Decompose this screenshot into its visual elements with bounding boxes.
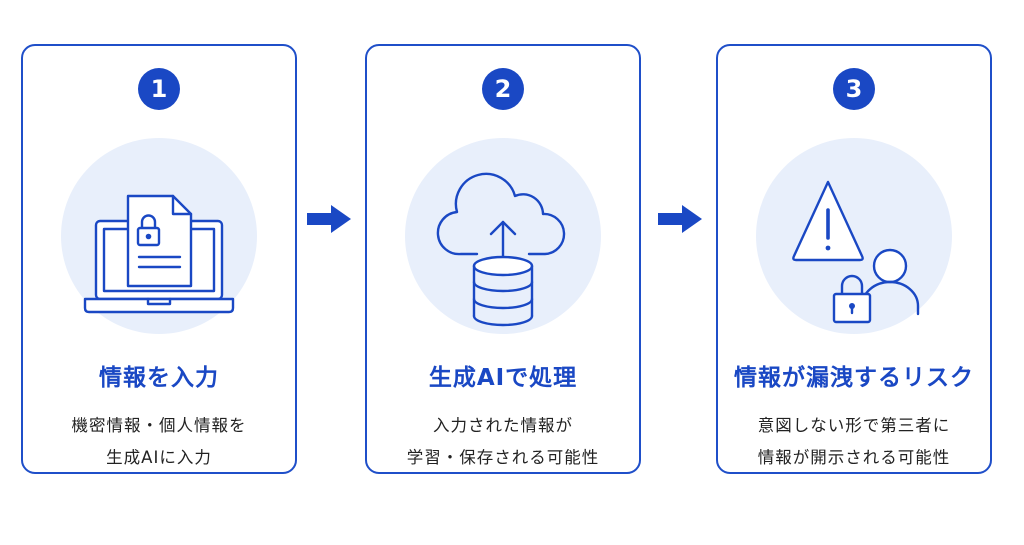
- step-description-line: 入力された情報が: [433, 416, 573, 435]
- step-description: 機密情報・個人情報を 生成AIに入力: [23, 410, 295, 474]
- illustration-circle: [61, 138, 257, 334]
- cloud-upload-database-icon: [436, 172, 566, 327]
- step-description: 意図しない形で第三者に 情報が開示される可能性: [718, 410, 990, 474]
- step-number-badge: 2: [482, 68, 524, 110]
- step-description-line: 生成AIに入力: [106, 448, 212, 467]
- arrow-right-icon: [307, 205, 351, 233]
- illustration-circle: [756, 138, 952, 334]
- illustration-circle: [405, 138, 601, 334]
- step-description-line: 情報が開示される可能性: [757, 448, 951, 467]
- warning-lock-person-icon: [792, 180, 920, 324]
- step-card-3: 3 情報が漏洩するリスク 意図しない形で第三者に 情報が開示される可能性: [716, 44, 992, 474]
- step-description-line: 機密情報・個人情報を: [71, 416, 247, 435]
- step-card-2: 2 生成AIで処理 入力された情報が 学習・保存される可能性: [365, 44, 641, 474]
- step-description-line: 学習・保存される可能性: [406, 448, 600, 467]
- step-card-1: 1 情報を入力 機密情報・個人情報を 生成AIに入力: [21, 44, 297, 474]
- step-number-badge: 3: [833, 68, 875, 110]
- step-description: 入力された情報が 学習・保存される可能性: [367, 410, 639, 474]
- arrow-right-icon: [658, 205, 702, 233]
- laptop-locked-document-icon: [83, 194, 235, 314]
- step-title: 情報が漏洩するリスク: [734, 365, 974, 391]
- step-title: 生成AIで処理: [428, 365, 578, 391]
- step-title: 情報を入力: [99, 365, 219, 391]
- step-number-badge: 1: [138, 68, 180, 110]
- step-description-line: 意図しない形で第三者に: [757, 416, 951, 435]
